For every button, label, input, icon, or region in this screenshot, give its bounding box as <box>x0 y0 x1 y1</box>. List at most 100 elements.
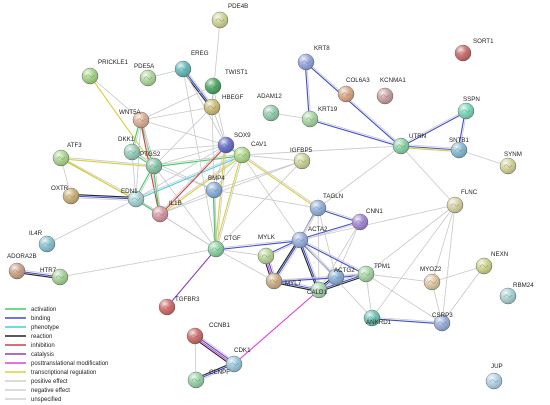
node-ccnb1[interactable]: CCNB1 <box>186 322 231 345</box>
node-edn1[interactable]: EDN1 <box>121 188 145 208</box>
edge-line <box>71 193 137 198</box>
node-cnn1[interactable]: CNN1 <box>351 208 383 231</box>
edge-line <box>273 273 367 282</box>
node-col6a3[interactable]: COL6A3 <box>337 77 370 103</box>
node-label: PDE4B <box>228 3 248 10</box>
node-wnt5a[interactable]: WNT5A <box>119 109 150 129</box>
node-utrn[interactable]: UTRN <box>392 133 426 155</box>
edge-line <box>300 222 361 242</box>
edge-twist1-sox9 <box>212 85 227 146</box>
edge-myl7-tpm1 <box>273 273 367 282</box>
node-structure-icon <box>355 220 365 224</box>
node-label: ACTA2 <box>308 226 328 233</box>
node-dkk1[interactable]: DKK1 <box>118 136 141 161</box>
node-tpm1[interactable]: TPM1 <box>357 263 391 283</box>
node-myoz2[interactable]: MYOZ2 <box>420 266 442 291</box>
edge-line <box>310 117 402 146</box>
edge-line <box>159 144 226 214</box>
node-synm[interactable]: SYNM <box>499 151 522 175</box>
edge-flnc-csrp3 <box>441 204 456 324</box>
node-pde4b[interactable]: PDE4B <box>211 3 248 29</box>
node-pde5a[interactable]: PDE5A <box>134 63 157 87</box>
edge-line <box>317 207 337 278</box>
edge-igfbp5-ctgf <box>215 160 303 250</box>
edge-line <box>70 195 137 200</box>
edge-line <box>301 239 321 290</box>
node-csrp3[interactable]: CSRP3 <box>432 312 453 332</box>
node-sort1[interactable]: SORT1 <box>454 38 494 62</box>
edge-line <box>299 240 366 276</box>
node-label: TPM1 <box>374 263 391 270</box>
node-krt8[interactable]: KRT8 <box>297 45 330 71</box>
node-structure-icon <box>450 203 460 207</box>
node-ereg[interactable]: EREG <box>174 50 209 78</box>
node-nexn[interactable]: NEXN <box>475 251 508 275</box>
node-mylk[interactable]: MYLK <box>257 234 276 265</box>
node-cdk1[interactable]: CDK1 <box>225 347 251 373</box>
node-adora2b[interactable]: ADORA2B <box>7 253 37 280</box>
edge-line <box>401 144 460 149</box>
node-ctgf[interactable]: CTGF <box>207 235 241 258</box>
node-structure-icon <box>229 362 239 366</box>
node-sspn[interactable]: SSPN <box>457 96 480 120</box>
node-structure-icon <box>503 164 513 168</box>
node-label: JUP <box>491 363 503 370</box>
node-myl7[interactable]: MYL7 <box>265 272 302 290</box>
node-hbegf[interactable]: HBEGF <box>203 94 244 116</box>
node-ptgs2[interactable]: PTGS2 <box>140 151 163 175</box>
node-structure-icon <box>136 118 146 122</box>
node-sox9[interactable]: SOX9 <box>217 132 251 154</box>
node-cald1[interactable]: CALD1 <box>307 281 328 299</box>
edge-line <box>166 248 217 308</box>
node-tgfbr3[interactable]: TGFBR3 <box>158 296 200 316</box>
legend-item-activation: activation <box>5 307 56 313</box>
edge-cdk1-cald1 <box>233 289 320 365</box>
node-label: OXTR <box>51 185 69 192</box>
edge-line <box>365 273 443 324</box>
node-oxtr[interactable]: OXTR <box>51 185 80 205</box>
node-acta2[interactable]: ACTA2 <box>291 226 328 249</box>
edge-edn1-oxtr <box>70 193 137 201</box>
node-label: ADORA2B <box>7 253 37 260</box>
node-label: SOX9 <box>234 132 251 139</box>
node-structure-icon <box>266 111 276 115</box>
node-il4r[interactable]: IL4R <box>29 230 56 253</box>
node-structure-icon <box>454 148 464 152</box>
node-il1b[interactable]: IL1B <box>151 200 182 223</box>
node-atf3[interactable]: ATF3 <box>52 142 82 167</box>
node-ankrd1[interactable]: ANKRD1 <box>363 309 392 327</box>
node-structure-icon <box>396 144 406 148</box>
node-flnc[interactable]: FLNC <box>446 189 478 214</box>
node-cav1[interactable]: CAV1 <box>233 141 267 164</box>
node-sntb1[interactable]: SNTB1 <box>449 137 470 159</box>
node-adam12[interactable]: ADAM12 <box>257 93 282 122</box>
node-krt19[interactable]: KRT19 <box>301 106 338 128</box>
edge-il1b-bmp4 <box>159 189 215 215</box>
edge-line <box>193 337 233 367</box>
node-rbm24[interactable]: RBM24 <box>499 282 534 305</box>
node-cenpf[interactable]: CENPF <box>187 369 230 389</box>
edge-line <box>241 155 318 210</box>
edge-cav1-tagln <box>241 154 319 210</box>
edge-line <box>241 154 301 241</box>
node-twist1[interactable]: TWIST1 <box>204 69 248 95</box>
edge-line <box>135 144 227 200</box>
node-jup[interactable]: JUP <box>485 363 503 390</box>
node-prickle1[interactable]: PRICKLE1 <box>81 59 128 85</box>
legend-label: negative effect <box>31 388 70 394</box>
edge-cav1-acta2 <box>241 154 301 241</box>
legend-label: activation <box>31 307 56 313</box>
edge-line <box>216 155 244 250</box>
node-igfbp5[interactable]: IGFBP5 <box>290 147 313 170</box>
edge-cav1-utrn <box>241 145 402 156</box>
node-structure-icon <box>85 74 95 78</box>
edge-bmp4-ctgf <box>212 189 218 250</box>
node-kcnma1[interactable]: KCNMA1 <box>376 77 406 105</box>
node-structure-icon <box>380 94 390 98</box>
node-tagln[interactable]: TAGLN <box>309 193 343 217</box>
node-label: BMP4 <box>208 175 225 182</box>
edge-line <box>136 155 243 201</box>
node-actg2[interactable]: ACTG2 <box>327 267 355 286</box>
node-bmp4[interactable]: BMP4 <box>205 175 225 199</box>
node-htr7[interactable]: HTR7 <box>40 267 69 286</box>
